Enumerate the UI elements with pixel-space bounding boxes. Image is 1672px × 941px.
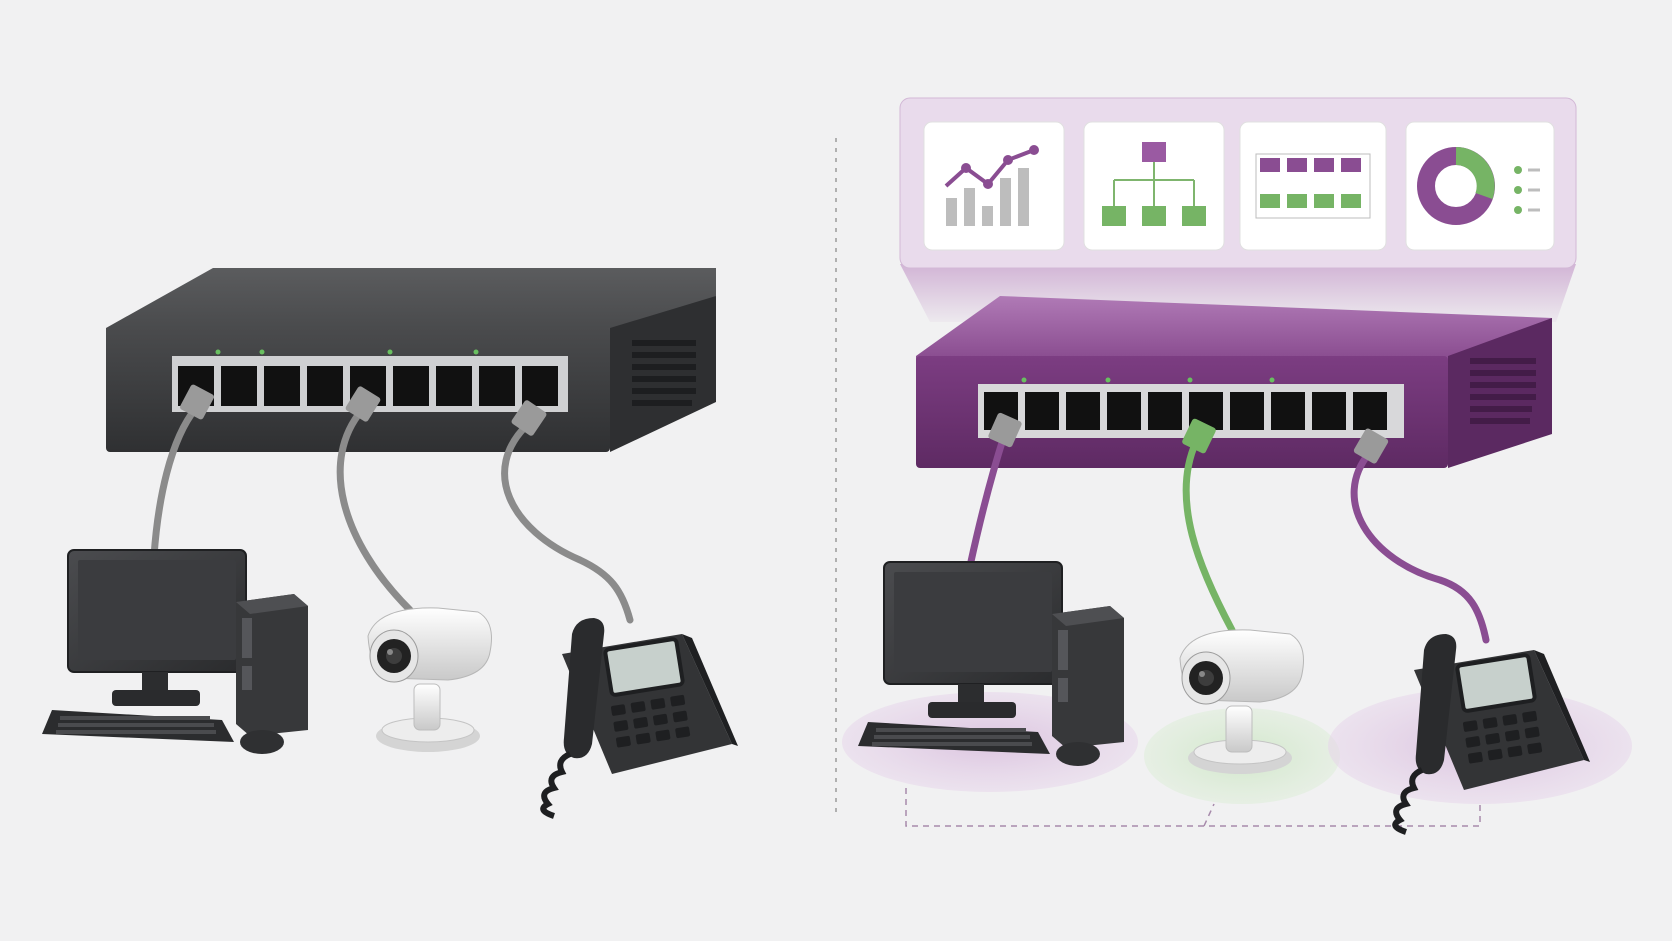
unmanaged-scene: [41, 268, 738, 816]
cable-computer-vlan: [966, 432, 1008, 570]
desktop-computer: [41, 549, 309, 755]
cable-computer: [150, 404, 200, 560]
unmanaged-switch: [106, 268, 716, 452]
cable-camera: [336, 406, 414, 614]
traffic-chart-icon: [923, 121, 1065, 251]
vlan-link-line: [905, 788, 1481, 827]
managed-scene: [842, 97, 1632, 832]
managed-switch: [916, 296, 1552, 468]
cable-phone-vlan: [1350, 448, 1490, 644]
cable-phone: [501, 420, 634, 624]
cable-camera-vlan: [1182, 438, 1236, 634]
desktop-computer-managed: [857, 561, 1125, 767]
management-dashboard: [899, 97, 1577, 269]
ip-phone: [543, 618, 738, 816]
security-camera-managed: [1179, 629, 1304, 775]
security-camera: [367, 607, 492, 753]
donut-chart-icon: [1405, 121, 1555, 251]
topology-icon: [1083, 121, 1225, 251]
port-map-icon: [1239, 121, 1387, 251]
